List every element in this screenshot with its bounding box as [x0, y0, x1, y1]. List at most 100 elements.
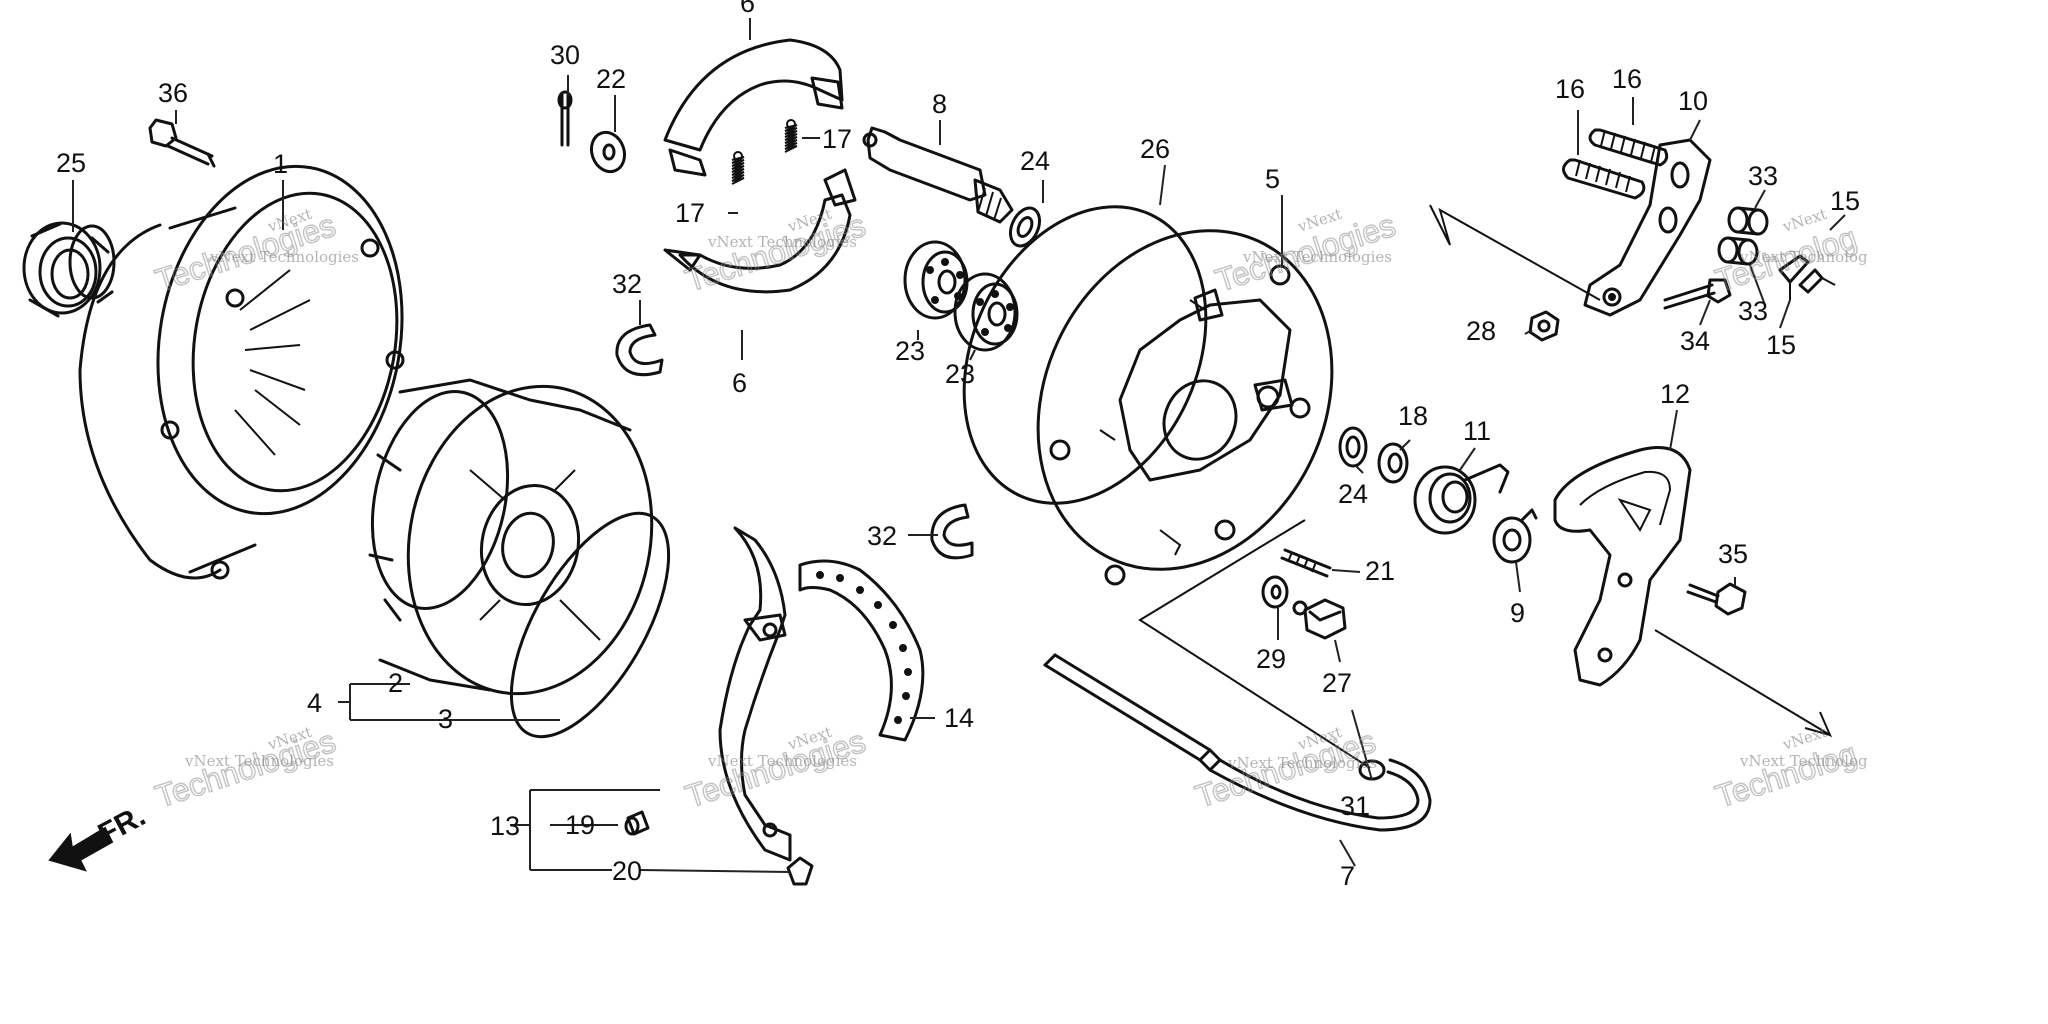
spring-part-16-upper	[1588, 128, 1669, 167]
spring-part-17-left	[731, 151, 745, 185]
stud-part-21	[1280, 548, 1332, 578]
callout-22: 22	[596, 64, 626, 94]
brake-cam-part-8	[862, 126, 1014, 224]
watermark-2-line2: vNext Technologies	[707, 233, 857, 251]
callout-26: 26	[1140, 134, 1170, 164]
watermark-1-line2: vNext Technologies	[209, 248, 359, 266]
bolt-part-36	[148, 118, 216, 168]
rivet-part-19	[624, 810, 650, 836]
callout-15-lower: 15	[1766, 330, 1796, 360]
spring-part-16-lower	[1562, 158, 1646, 200]
callout-35: 35	[1718, 539, 1748, 569]
brake-shoe-upper-part-6	[663, 38, 844, 177]
callout-23-right: 23	[945, 359, 975, 389]
washer-part-18	[1377, 442, 1409, 484]
callout-8: 8	[932, 89, 947, 119]
cap-part-20	[786, 856, 814, 886]
callout-30: 30	[550, 40, 580, 70]
clip-part-32-lower	[930, 503, 974, 560]
callout-11: 11	[1463, 416, 1491, 446]
wear-indicator-part-9	[1492, 508, 1538, 564]
brake-arm-part-10	[1583, 138, 1712, 317]
callout-17-right: 17	[822, 124, 852, 154]
callout-14: 14	[944, 703, 974, 733]
cotter-pin-part-30	[557, 90, 573, 147]
front-arrow-icon	[48, 826, 114, 872]
callout-24-upper: 24	[1020, 146, 1050, 176]
leader-lines	[72, 18, 1846, 873]
callout-24-lower: 24	[1338, 479, 1368, 509]
bolt-part-34	[1663, 278, 1732, 310]
callout-32-upper: 32	[612, 269, 642, 299]
bearing-part-23-right	[953, 272, 1019, 352]
watermark-3: vNext vNext Technologies Technologies	[1210, 205, 1400, 300]
watermark-5-line2: vNext Technologies	[184, 752, 334, 770]
callout-33-lower: 33	[1738, 296, 1768, 326]
watermark-5: vNext vNext Technologies Technologies	[150, 722, 340, 815]
callout-12: 12	[1660, 379, 1690, 409]
bolt-part-35	[1686, 582, 1747, 616]
clip-part-15	[1778, 254, 1836, 300]
callout-25: 25	[56, 148, 86, 178]
callout-18: 18	[1398, 401, 1428, 431]
brake-drum-part-2	[368, 378, 654, 696]
watermark-6-line2: vNext Technologies	[707, 752, 857, 770]
clip-part-32-upper	[615, 323, 664, 377]
assembly-reference-lines	[1138, 204, 1833, 769]
seal-part-24-lower	[1338, 426, 1368, 468]
o-ring-part-3	[509, 511, 671, 739]
callout-13: 13	[490, 811, 520, 841]
spring-part-17-right	[784, 119, 798, 153]
breather-hose-part-7	[1043, 653, 1432, 832]
nut-part-27	[1292, 598, 1347, 640]
callout-16-left: 16	[1555, 74, 1585, 104]
callout-36: 36	[158, 78, 188, 108]
watermark-1: vNext vNext Technologies Technologies	[150, 205, 359, 300]
seal-part-24-upper	[1008, 206, 1042, 248]
callout-15-upper: 15	[1830, 186, 1860, 216]
callout-6-lower: 6	[732, 368, 747, 398]
watermark-6: vNext vNext Technologies Technologies	[680, 722, 870, 815]
watermark-8-line2: vNext Technolog	[1739, 752, 1868, 770]
return-spring-part-11	[1413, 463, 1510, 535]
callout-34: 34	[1680, 326, 1710, 356]
callout-23-left: 23	[895, 336, 925, 366]
callout-20: 20	[612, 856, 642, 886]
watermark-8: vNext vNext Technolog Technolog	[1710, 723, 1868, 816]
callout-16-right: 16	[1612, 64, 1642, 94]
front-direction-indicator: FR.	[48, 799, 151, 872]
brake-lining-part-14	[798, 559, 925, 742]
callout-27: 27	[1322, 668, 1352, 698]
callout-28: 28	[1466, 316, 1496, 346]
callout-21: 21	[1365, 556, 1395, 586]
callout-1: 1	[273, 149, 288, 179]
callout-labels: 1 25 36 30 22 6 6 17 17 32 32 8 24 24 26…	[56, 0, 1860, 891]
callout-3: 3	[438, 704, 453, 734]
washer-part-29	[1261, 575, 1289, 609]
brake-panel-part-5	[1036, 229, 1334, 586]
brake-drum-cover-part-1	[78, 164, 405, 580]
watermark-2-line3: Technologies	[681, 207, 870, 299]
callout-10: 10	[1678, 86, 1708, 116]
o-ring-part-26	[962, 205, 1208, 505]
brake-shoe-part-13	[718, 526, 792, 862]
pin-part-33-upper	[1727, 206, 1769, 236]
callout-7: 7	[1340, 861, 1355, 891]
watermark-4-line2: vNext Technolog	[1739, 248, 1868, 266]
oil-seal-part-25	[22, 221, 116, 318]
callout-5: 5	[1265, 164, 1280, 194]
pin-part-33-lower	[1717, 236, 1759, 266]
nut-part-28	[1528, 310, 1560, 342]
callout-4: 4	[307, 688, 322, 718]
callout-19: 19	[565, 810, 595, 840]
callout-17-left: 17	[675, 198, 705, 228]
callout-6-upper: 6	[740, 0, 755, 18]
watermark-3-line2: vNext Technologies	[1242, 248, 1392, 266]
watermark-7-line2: vNext Technologies	[1227, 754, 1377, 772]
brake-shoe-lower-part-6	[663, 168, 857, 294]
callout-32-lower: 32	[867, 521, 897, 551]
callout-2: 2	[388, 668, 403, 698]
watermark-2: vNext vNext Technologies Technologies	[680, 205, 870, 300]
callout-9: 9	[1510, 598, 1525, 628]
